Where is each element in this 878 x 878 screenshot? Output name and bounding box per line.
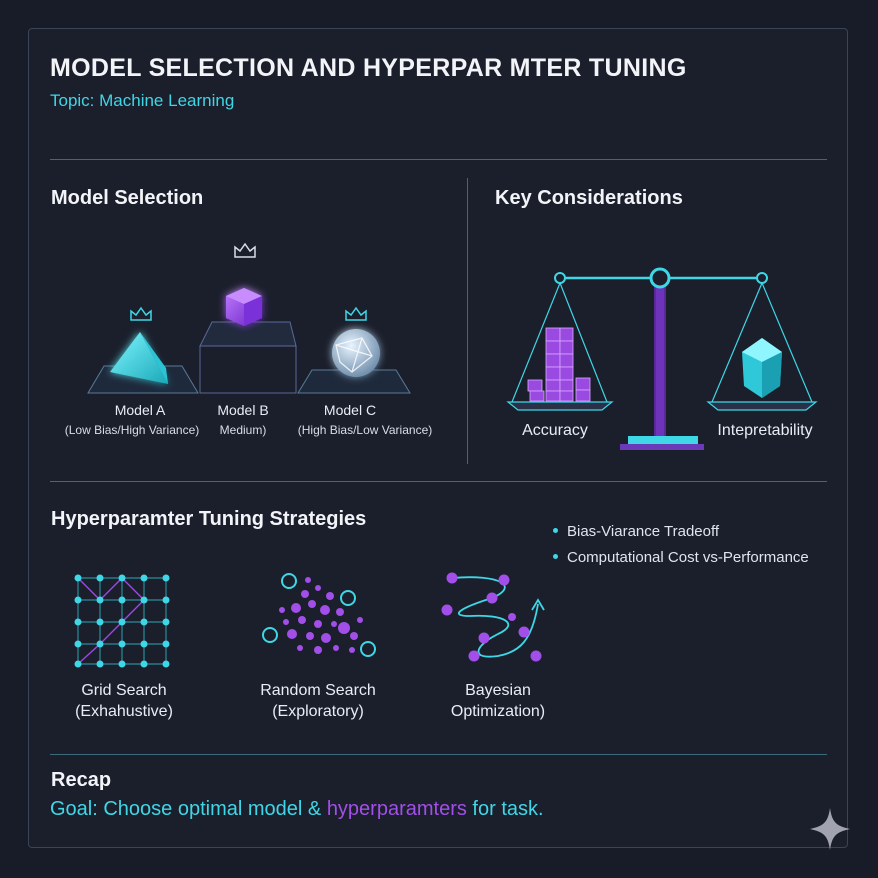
random-search-desc: (Exploratory) [272, 703, 364, 720]
random-search-label: Random Search [260, 682, 376, 699]
model-selection-heading: Model Selection [51, 187, 204, 209]
model-b-desc: Medium) [219, 423, 267, 437]
recap-goal: Goal: Choose optimal model & hyperparamt… [50, 798, 544, 821]
model-a-desc: (Low Bias/High Variance) [64, 423, 200, 437]
bayesian-optimization-icon [441, 572, 545, 662]
recap-goal-prefix: Goal: Choose optimal model & [50, 798, 327, 820]
crown-icon-b [234, 242, 256, 258]
model-b-label: Model B [217, 402, 269, 418]
pyramid-icon [110, 332, 168, 384]
recap-goal-highlight: hyperparamters [326, 798, 467, 820]
bullet-bias-variance: Bias-Viarance Tradeoff [553, 523, 719, 540]
tuning-heading: Hyperparamter Tuning Strategies [51, 508, 367, 530]
podium-model-c [297, 329, 411, 394]
section-divider-vertical [467, 178, 468, 464]
middle-divider [50, 481, 827, 482]
bayesian-desc: Optimization) [450, 703, 546, 720]
right-pan [706, 401, 818, 411]
bayesian-label: Bayesian [465, 682, 531, 699]
header-divider [50, 159, 827, 160]
left-pan [506, 401, 614, 411]
accuracy-label: Accuracy [522, 422, 588, 439]
page-subtitle: Topic: Machine Learning [50, 91, 235, 110]
accuracy-blocks-icon [527, 327, 591, 402]
random-search-icon [262, 573, 376, 657]
grid-search-label: Grid Search [81, 682, 167, 699]
model-a-label: Model A [114, 402, 166, 418]
bullet-computational-cost: Computational Cost vs-Performance [553, 549, 809, 566]
content-frame [28, 28, 848, 848]
recap-goal-suffix: for task. [466, 798, 544, 820]
recap-heading: Recap [51, 769, 112, 791]
model-c-label: Model C [323, 402, 377, 418]
page-title: MODEL SELECTION AND HYPERPAR MTER TUNING [50, 54, 687, 82]
interpretability-crystal-icon [742, 338, 782, 398]
podium-model-b [199, 288, 297, 394]
podium-model-a [87, 332, 199, 394]
grid-search-icon [74, 574, 170, 668]
grid-search-desc: (Exhahustive) [75, 703, 173, 720]
recap-divider [50, 754, 827, 755]
crown-icon-c [345, 306, 367, 321]
interpretability-label: Intepretability [717, 422, 813, 439]
key-considerations-heading: Key Considerations [495, 187, 683, 209]
crown-icon-a [130, 306, 152, 321]
cube-icon [226, 288, 262, 326]
model-c-desc: (High Bias/Low Variance) [297, 423, 433, 437]
